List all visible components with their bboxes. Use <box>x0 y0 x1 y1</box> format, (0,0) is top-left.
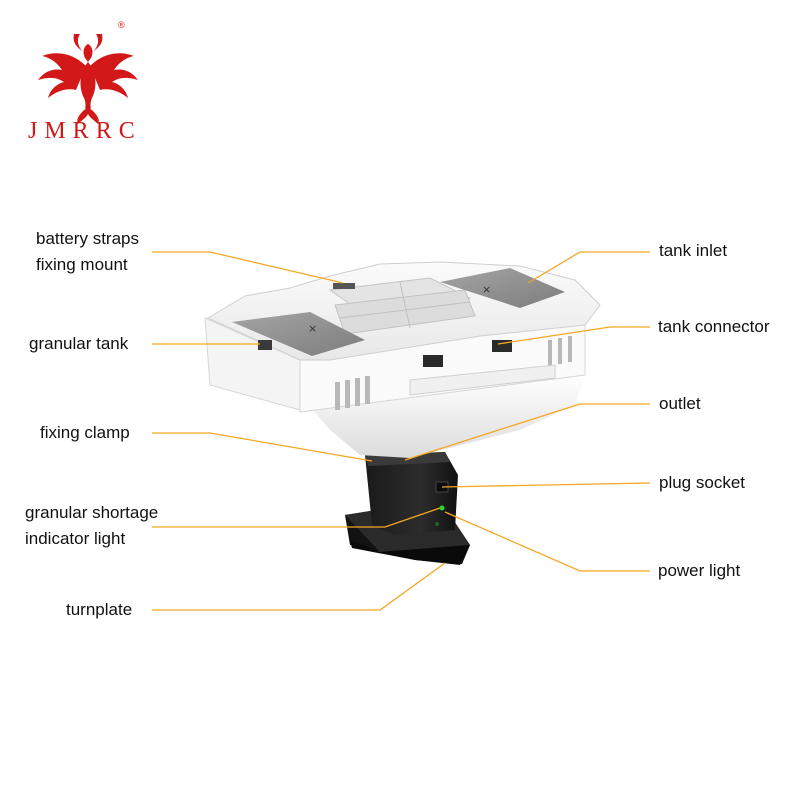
leader-lines <box>152 251 651 611</box>
label-line: plug socket <box>659 473 745 492</box>
jmrrc-phoenix-logo <box>38 34 138 124</box>
label-turnplate: turnplate <box>66 597 132 623</box>
label-granular-tank: granular tank <box>29 331 128 357</box>
registered-mark: ® <box>118 20 125 30</box>
label-granular-shortage-indicator-light: granular shortage indicator light <box>25 500 158 552</box>
label-line: granular shortage <box>25 503 159 522</box>
svg-text:×: × <box>308 322 317 335</box>
svg-text:×: × <box>482 283 491 296</box>
label-plug-socket: plug socket <box>659 470 745 496</box>
label-line: battery straps <box>36 229 139 248</box>
label-outlet: outlet <box>659 391 701 417</box>
label-tank-inlet: tank inlet <box>659 238 727 264</box>
brand-wordmark: JMRRC <box>28 118 142 144</box>
label-line: fixing mount <box>36 255 128 274</box>
label-line: fixing clamp <box>40 423 130 442</box>
label-battery-straps-fixing-mount: battery straps fixing mount <box>36 226 139 278</box>
label-power-light: power light <box>658 558 740 584</box>
label-line: granular tank <box>29 334 129 353</box>
tank-body: × × <box>204 261 601 458</box>
label-tank-connector: tank connector <box>658 314 770 340</box>
label-line: outlet <box>659 394 701 413</box>
label-line: tank connector <box>658 317 770 336</box>
label-line: tank inlet <box>659 241 728 260</box>
label-line: indicator light <box>25 529 126 548</box>
mid-body <box>365 452 458 535</box>
label-line: turnplate <box>66 600 133 619</box>
label-line: power light <box>658 561 741 580</box>
label-fixing-clamp: fixing clamp <box>40 420 130 446</box>
